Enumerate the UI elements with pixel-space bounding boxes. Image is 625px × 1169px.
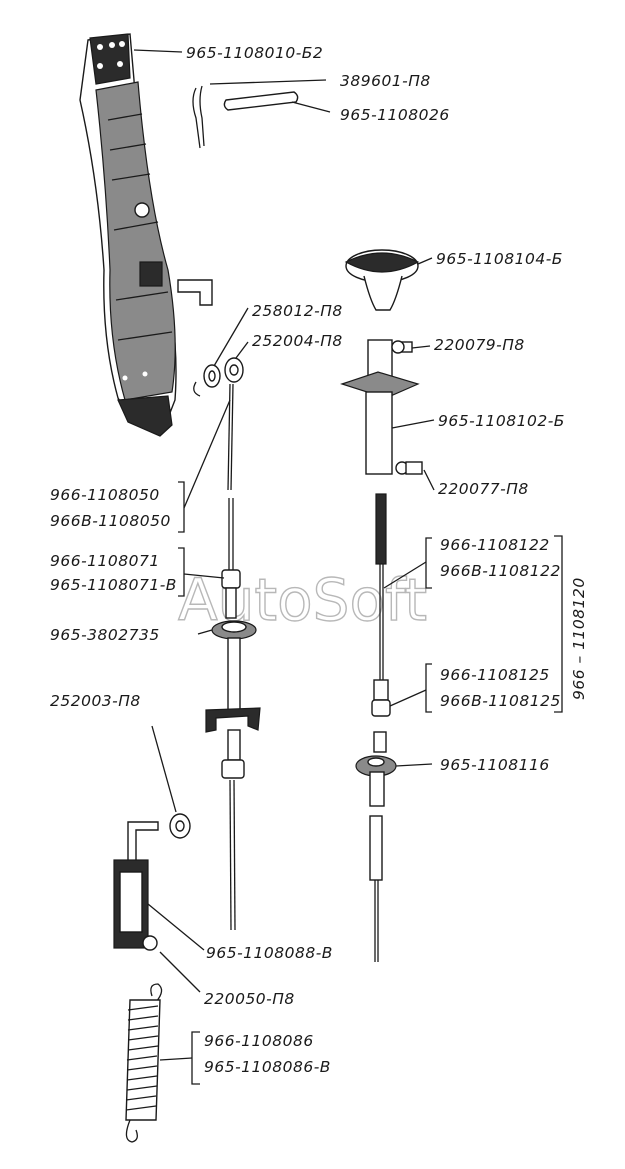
label-assembly: 966 – 1108120	[570, 577, 588, 700]
label-knob: 965-1108104-Б	[436, 250, 563, 268]
label-screw-220050: 220050-П8	[204, 990, 295, 1008]
label-cable-a: 966-1108071	[50, 552, 160, 570]
part-labels: 965-1108010-Б2 389601-П8 965-1108026 965…	[50, 44, 588, 1076]
leader-lines	[133, 49, 563, 1085]
label-rod-a: 966-1108050	[50, 486, 160, 504]
washer-252003	[169, 813, 191, 839]
label-spring-a: 966-1108086	[204, 1032, 314, 1050]
label-pedal: 965-1108010-Б2	[186, 44, 323, 62]
label-pin: 965-1108026	[340, 106, 450, 124]
accelerator-pedal	[79, 33, 213, 437]
label-washer-252004: 252004-П8	[252, 332, 343, 350]
label-washer-258012: 258012-П8	[252, 302, 343, 320]
screw-220079	[391, 340, 413, 354]
return-spring	[125, 983, 163, 1143]
washers-pedal	[193, 357, 244, 397]
label-cable-b: 965-1108071-В	[50, 576, 177, 594]
label-seal: 965-1108116	[440, 756, 550, 774]
knob	[344, 249, 420, 311]
left-rod-assembly	[205, 383, 261, 931]
label-cotter: 389601-П8	[340, 72, 431, 90]
label-sheath-b: 966В-1108122	[440, 562, 561, 580]
label-washer-252003: 252003-П8	[50, 692, 141, 710]
pedal-clip	[113, 821, 159, 951]
label-tip-a: 966-1108125	[440, 666, 550, 684]
label-screw-220077: 220077-П8	[438, 480, 529, 498]
cotter-pin	[192, 85, 205, 149]
right-cable-assembly	[355, 493, 397, 962]
label-grommet: 965-3802735	[50, 626, 160, 644]
label-sheath-a: 966-1108122	[440, 536, 550, 554]
label-bracket-tube: 965-1108102-Б	[438, 412, 565, 430]
label-clip: 965-1108088-В	[206, 944, 333, 962]
label-rod-b: 966В-1108050	[50, 512, 171, 530]
bracket-tube	[340, 339, 423, 475]
axle-pin	[223, 91, 299, 111]
label-tip-b: 966В-1108125	[440, 692, 561, 710]
label-screw-220079: 220079-П8	[434, 336, 525, 354]
watermark: AutoSoft	[178, 566, 427, 634]
label-spring-b: 965-1108086-В	[204, 1058, 331, 1076]
